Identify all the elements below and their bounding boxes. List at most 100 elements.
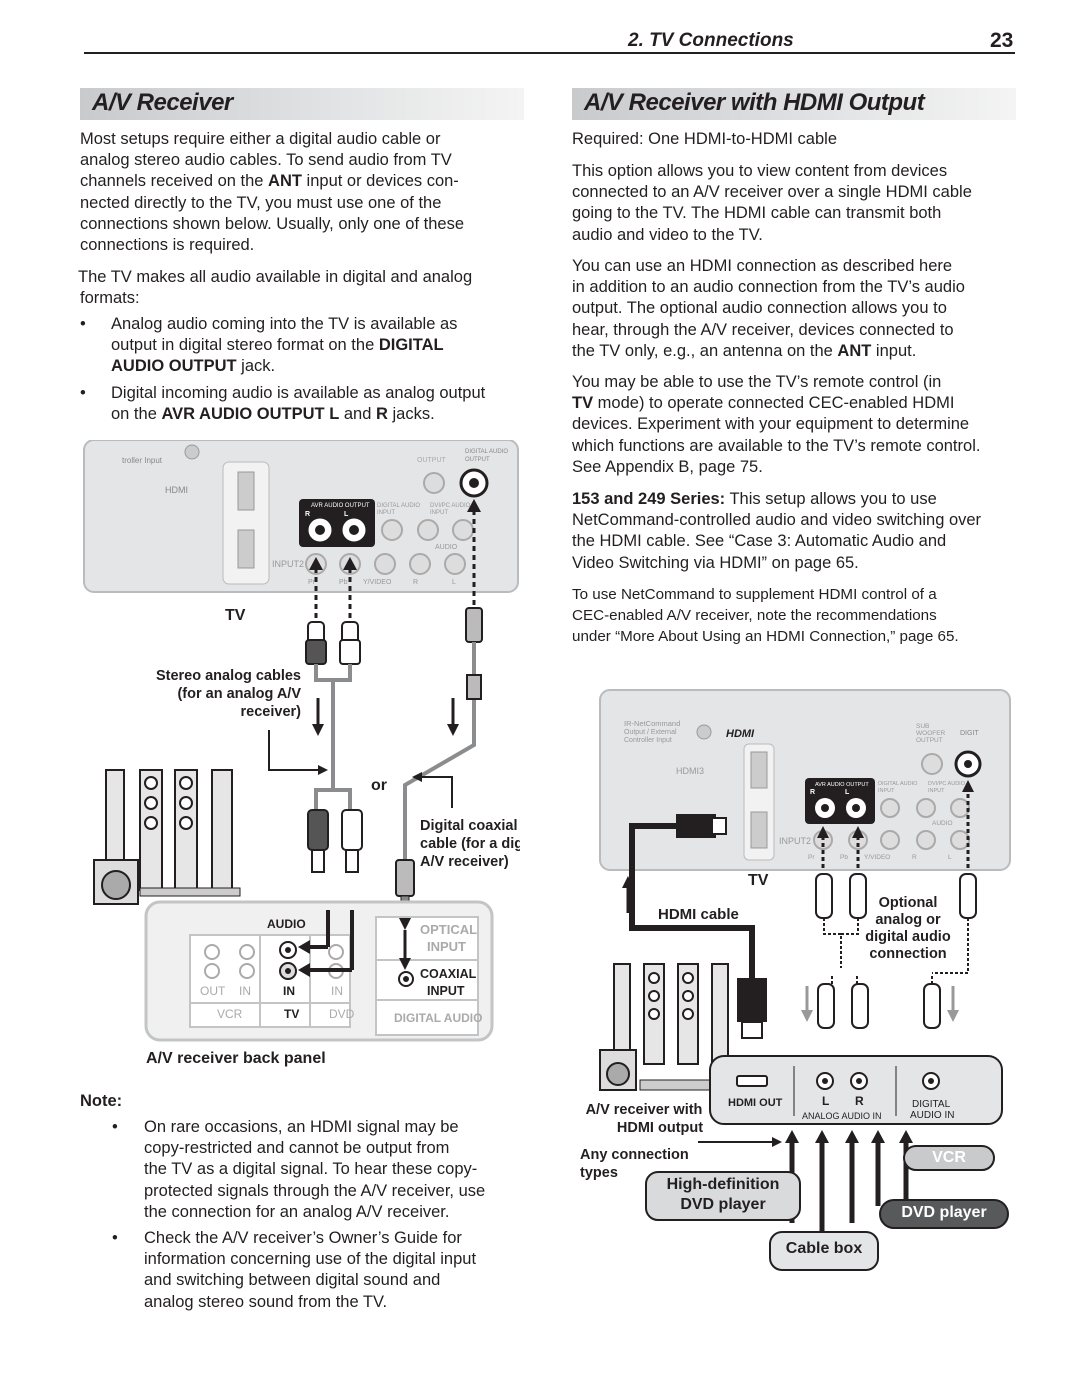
down-arrow-icon: [801, 1010, 813, 1022]
rca-plug-icon: [307, 809, 329, 873]
hdmi-cable-label: HDMI cable: [658, 906, 739, 923]
section-title: A/V Receiver: [92, 89, 233, 116]
svg-text:COAXIAL: COAXIAL: [420, 967, 477, 981]
left-arrow-icon: [298, 963, 310, 977]
down-arrow-icon: [447, 724, 459, 736]
tv-label: TV: [748, 872, 769, 889]
up-arrow-icon: [622, 876, 634, 888]
svg-text:Output / External: Output / External: [624, 729, 677, 736]
right-paragraph-5: To use NetCommand to supplement HDMI con…: [572, 586, 959, 645]
hdmi-plug-icon: [737, 978, 767, 1039]
svg-text:DIGITAL AUDIO: DIGITAL AUDIO: [377, 503, 420, 509]
up-arrow-icon: [467, 499, 481, 512]
svg-text:DIGITAL AUDIO: DIGITAL AUDIO: [394, 1011, 482, 1025]
svg-text:cable (for a digital: cable (for a digital: [420, 836, 530, 852]
svg-text:INPUT: INPUT: [878, 788, 895, 794]
svg-text:types: types: [580, 1165, 618, 1181]
rca-plug-icon: [923, 983, 941, 1029]
svg-text:R: R: [305, 511, 310, 518]
rca-plug-icon: [305, 621, 327, 665]
svg-text:Pr: Pr: [308, 579, 316, 586]
svg-text:INPUT: INPUT: [427, 939, 466, 954]
up-arrow-icon: [871, 1130, 885, 1143]
right-paragraph-3: You may be able to use the TV’s remote c…: [572, 373, 981, 476]
rca-plug-icon: [341, 809, 363, 873]
up-arrow-icon: [962, 780, 974, 792]
svg-text:VCR: VCR: [217, 1007, 243, 1021]
svg-text:IN: IN: [331, 984, 343, 998]
svg-text:Y/VIDEO: Y/VIDEO: [864, 854, 890, 861]
svg-text:Pb: Pb: [840, 854, 848, 861]
rca-plug-icon: [851, 983, 869, 1029]
svg-text:SUB: SUB: [916, 723, 929, 730]
or-label: or: [371, 777, 387, 794]
svg-text:L: L: [822, 1094, 829, 1108]
svg-text:IN: IN: [283, 984, 295, 998]
svg-text:WOOFER: WOOFER: [916, 730, 946, 737]
up-arrow-icon: [899, 1130, 913, 1143]
optional-connection-label: Optional: [879, 895, 938, 911]
note-item-1: • On rare occasions, an HDMI signal may …: [112, 1118, 486, 1221]
bullet-analog-audio: • Analog audio coming into the TV is ava…: [80, 315, 458, 376]
section-heading-av-receiver-hdmi: A/V Receiver with HDMI Output: [572, 88, 1016, 120]
hdmi-plug-icon: [676, 814, 727, 838]
speaker-system-icon: [93, 769, 241, 905]
svg-text:INPUT2: INPUT2: [272, 559, 304, 569]
digital-coax-label: Digital coaxial: [420, 818, 518, 834]
bullet-digital-audio: • Digital incoming audio is available as…: [80, 384, 486, 424]
dvd-player-pill-bg: [879, 1199, 1009, 1229]
rca-plug-icon: [849, 873, 867, 919]
speaker-system-icon: [599, 963, 729, 1091]
svg-text:digital audio: digital audio: [865, 929, 951, 945]
svg-text:OUTPUT: OUTPUT: [417, 457, 447, 464]
bullet-icon: •: [112, 1229, 118, 1247]
required-line: Required: One HDMI-to-HDMI cable: [572, 130, 837, 148]
avr-hdmi-label: A/V receiver with: [586, 1102, 703, 1118]
down-arrow-icon: [399, 918, 411, 930]
vcr-pill-bg: [903, 1145, 995, 1171]
svg-text:DIGIT: DIGIT: [960, 730, 979, 737]
up-arrow-icon: [852, 826, 864, 838]
svg-text:AUDIO IN: AUDIO IN: [910, 1110, 954, 1121]
svg-text:AVR AUDIO OUTPUT: AVR AUDIO OUTPUT: [815, 782, 869, 788]
svg-text:L: L: [344, 511, 349, 518]
up-arrow-icon: [845, 1130, 859, 1143]
tv-label: TV: [225, 607, 246, 624]
svg-text:DVD: DVD: [329, 1007, 355, 1021]
bullet-icon: •: [112, 1118, 118, 1136]
right-paragraph-2: You can use an HDMI connection as descri…: [572, 257, 965, 360]
vcr-label: VCR: [932, 1149, 966, 1166]
svg-text:OUTPUT: OUTPUT: [916, 737, 943, 744]
svg-text:IR-NetCommand: IR-NetCommand: [624, 719, 680, 728]
svg-text:AUDIO: AUDIO: [932, 820, 953, 827]
svg-text:Y/VIDEO: Y/VIDEO: [363, 579, 392, 586]
hd-dvd-pill-bg: [645, 1171, 801, 1221]
svg-text:AVR AUDIO OUTPUT: AVR AUDIO OUTPUT: [311, 503, 370, 509]
right-arrow-icon: [318, 765, 328, 775]
section-heading-av-receiver: A/V Receiver: [80, 88, 524, 120]
rca-plug-icon: [339, 621, 361, 665]
bullet-icon: •: [80, 384, 86, 402]
rca-plug-icon: [817, 983, 835, 1029]
svg-text:HDMI output: HDMI output: [617, 1120, 703, 1136]
running-header-section: 2. TV Connections: [628, 30, 794, 51]
hdmi-logo: HDMI: [726, 728, 755, 740]
svg-text:DVI/PC AUDIO: DVI/PC AUDIO: [928, 781, 966, 787]
troller-input-label: troller Input: [122, 456, 163, 465]
svg-text:INPUT: INPUT: [928, 788, 945, 794]
up-arrow-icon: [815, 1130, 829, 1143]
svg-text:OPTICAL: OPTICAL: [420, 922, 477, 937]
svg-text:INPUT2: INPUT2: [779, 836, 811, 846]
svg-text:INPUT: INPUT: [377, 510, 395, 516]
svg-text:R: R: [855, 1094, 864, 1108]
av-receiver-hdmi-diagram: IR-NetCommand Output / External Controll…: [580, 689, 1011, 1271]
bullet-icon: •: [80, 315, 86, 333]
note-item-2: • Check the A/V receiver’s Owner’s Guide…: [112, 1229, 477, 1311]
svg-text:R: R: [413, 579, 418, 586]
up-arrow-icon: [309, 557, 323, 570]
svg-text:OUT: OUT: [200, 984, 226, 998]
up-arrow-icon: [785, 1130, 799, 1143]
coax-plug-icon: [465, 607, 483, 643]
right-paragraph-1: This option allows you to view content f…: [572, 162, 972, 244]
